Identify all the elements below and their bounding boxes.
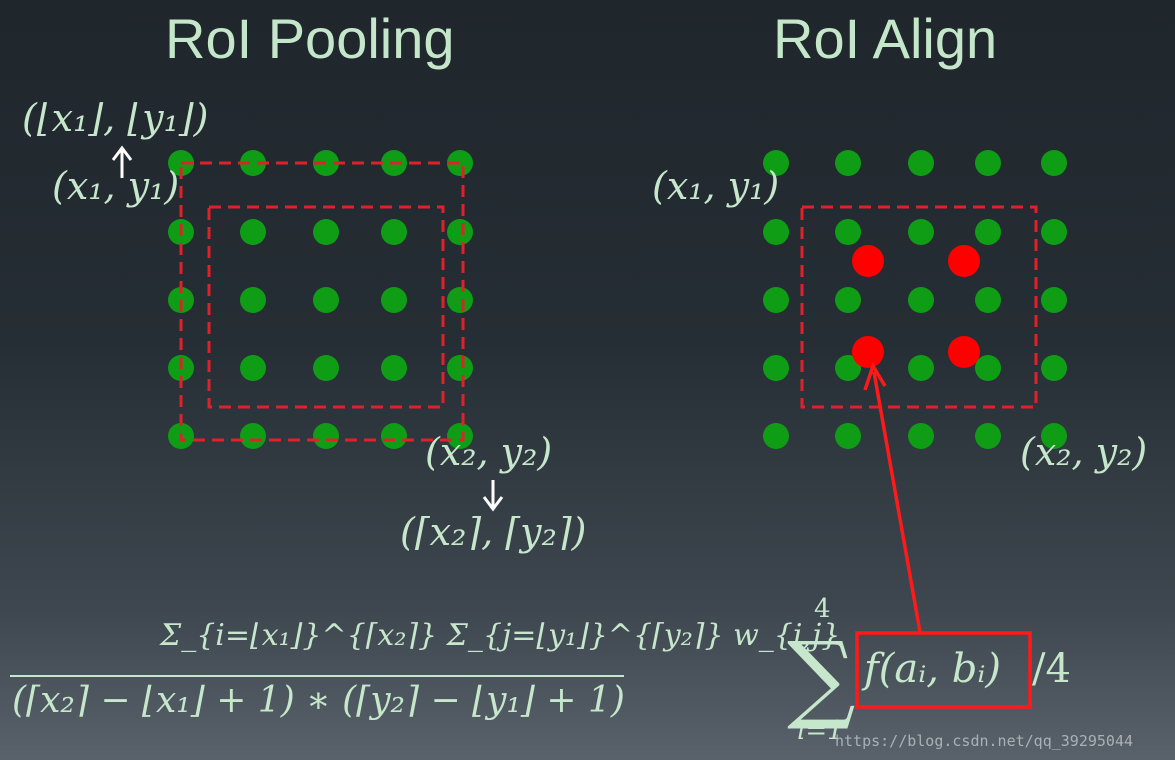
grid-dot [240, 423, 266, 449]
grid-dot [1041, 423, 1067, 449]
grid-dot [240, 287, 266, 313]
grid-dot [1041, 287, 1067, 313]
arrow-down-icon [482, 480, 504, 512]
grid-dot [835, 355, 861, 381]
formula-term: f(aᵢ, bᵢ) [864, 646, 1001, 692]
grid-dot [240, 219, 266, 245]
grid-dot [313, 355, 339, 381]
grid-dot [908, 355, 934, 381]
grid-dot [835, 423, 861, 449]
roi-pooling-grid [168, 150, 473, 449]
grid-dot [313, 219, 339, 245]
watermark: https://blog.csdn.net/qq_39295044 [835, 732, 1134, 750]
label-ceil-x2-y2: (⌈x₂⌉, ⌈y₂⌉) [400, 510, 587, 554]
formula-numerator: Σ_{i=⌊x₁⌋}^{⌈x₂⌉} Σ_{j=⌊y₁⌋}^{⌈y₂⌉} w_{i… [160, 618, 841, 653]
grid-dot [908, 150, 934, 176]
arrow-up-icon [111, 145, 133, 178]
sample-point [948, 245, 980, 277]
label-x1-y1-left: (x₁, y₁) [52, 164, 180, 208]
label-floor-x1-y1: (⌊x₁⌋, ⌊y₁⌋) [22, 96, 209, 140]
label-x1-y1-right: (x₁, y₁) [652, 164, 780, 208]
sample-point [948, 336, 980, 368]
formula-denominator: (⌈x₂⌉ − ⌊x₁⌋ + 1) ∗ (⌈y₂⌉ − ⌊y₁⌋ + 1) [12, 680, 625, 721]
formula-highlight-box [855, 631, 1032, 709]
sample-arrow-icon [863, 361, 922, 633]
grid-dot [381, 219, 407, 245]
sample-point [852, 245, 884, 277]
roi-pooling-inner-box [207, 205, 445, 409]
grid-dot [763, 219, 789, 245]
label-x2-y2-left: (x₂, y₂) [425, 430, 553, 474]
sum-lower-limit: i=1 [797, 716, 844, 746]
grid-dot [763, 287, 789, 313]
formula-divide-4: /4 [1032, 646, 1071, 692]
grid-dot [835, 287, 861, 313]
grid-dot [447, 287, 473, 313]
grid-dot [381, 287, 407, 313]
grid-dot [908, 219, 934, 245]
title-roi-align: RoI Align [773, 7, 998, 70]
roi-pooling-outer-box [179, 161, 465, 442]
grid-dot [1041, 150, 1067, 176]
grid-dot [313, 287, 339, 313]
grid-dot [835, 150, 861, 176]
grid-dot [381, 355, 407, 381]
grid-dot [975, 287, 1001, 313]
label-x2-y2-right: (x₂, y₂) [1020, 430, 1148, 474]
grid-dot [240, 355, 266, 381]
title-roi-pooling: RoI Pooling [165, 7, 455, 70]
sum-upper-limit: 4 [814, 594, 831, 624]
grid-dot [763, 355, 789, 381]
sample-point [852, 336, 884, 368]
grid-dot [763, 423, 789, 449]
grid-dot [381, 423, 407, 449]
grid-dot [313, 423, 339, 449]
sum-sigma: ∑ [787, 621, 856, 733]
grid-dot [975, 355, 1001, 381]
grid-dot [1041, 219, 1067, 245]
grid-dot [447, 219, 473, 245]
roi-align-box [800, 205, 1038, 409]
grid-dot [975, 219, 1001, 245]
grid-dot [908, 287, 934, 313]
grid-dot [447, 355, 473, 381]
roi-align-grid [763, 150, 1067, 449]
roi-align-sample-points [852, 245, 980, 368]
grid-dot [835, 219, 861, 245]
grid-dot [975, 423, 1001, 449]
grid-dot [240, 150, 266, 176]
grid-dot [447, 423, 473, 449]
grid-dot [1041, 355, 1067, 381]
grid-dot [908, 423, 934, 449]
grid-dot [763, 150, 789, 176]
grid-dot [447, 150, 473, 176]
grid-dot [975, 150, 1001, 176]
